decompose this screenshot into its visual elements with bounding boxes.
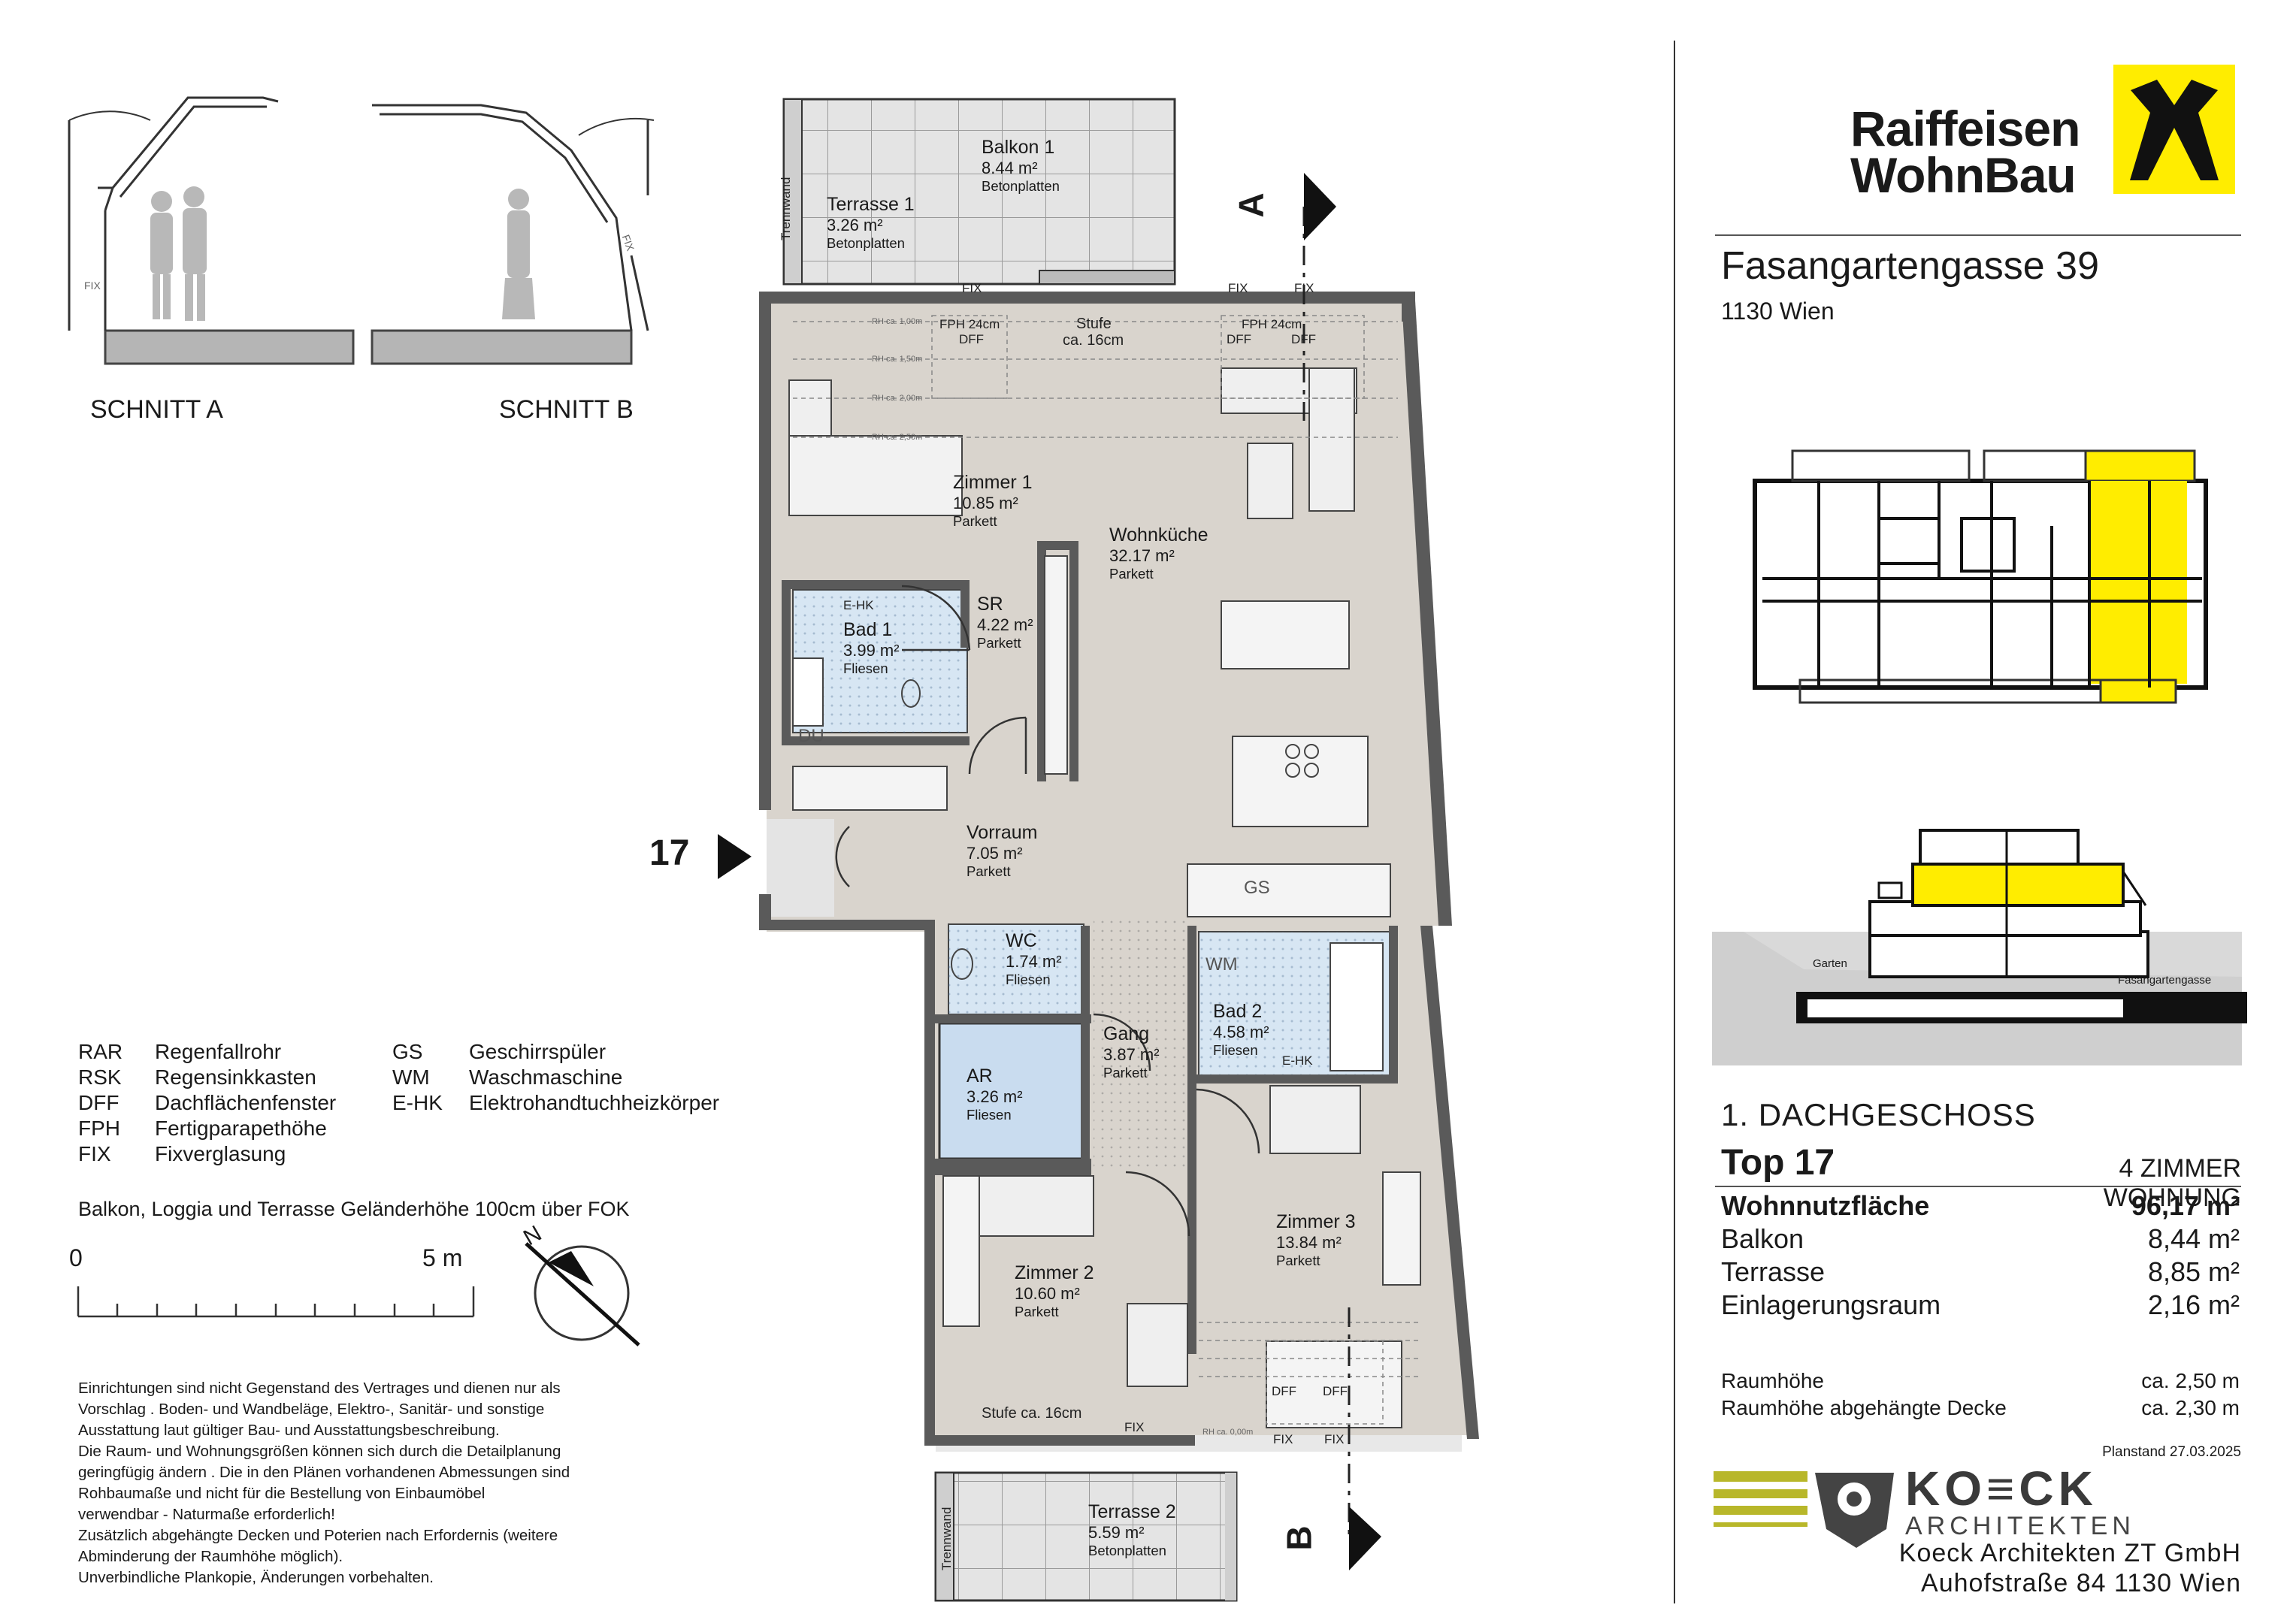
roof-height-label: RH ca. 2,00m: [872, 394, 923, 403]
room-gang: Gang 3.87 m² Parkett: [1103, 1023, 1160, 1080]
building-floorplan-thumbnail: [1753, 449, 2208, 704]
stufe-top-height-label: ca. 16cm: [1063, 332, 1124, 349]
architect-address: Auhofstraße 84 1130 Wien: [1921, 1569, 2241, 1597]
room-bad-1: Bad 1 3.99 m² Fliesen: [843, 619, 900, 676]
roof-height-label: RH ca. 1,50m: [872, 355, 923, 364]
roof-height-label: RH ca. 1,00m: [872, 317, 923, 326]
ehk-label: E-HK: [1282, 1053, 1313, 1068]
room-vorraum: Vorraum 7.05 m² Parkett: [966, 822, 1038, 879]
address-street: Fasangartengasse 39: [1721, 244, 2100, 288]
ehk-label: E-HK: [843, 598, 874, 612]
section-cut-a-marker: [1302, 173, 1336, 421]
fix-label: FIX: [1228, 281, 1248, 295]
section-cut-b-marker: [1348, 1307, 1381, 1570]
door-swings: [835, 585, 1260, 1237]
room-terrasse-2: Terrasse 2 5.59 m² Betonplatten: [1088, 1501, 1176, 1558]
fix-label: FIX: [1294, 281, 1314, 295]
room-wc: WC 1.74 m² Fliesen: [1006, 930, 1062, 987]
fph-left-label: FPH 24cm: [939, 317, 1000, 331]
scale-end-label: 5 m: [422, 1244, 463, 1271]
scale-start-label: 0: [69, 1244, 83, 1271]
stufe-top-label: Stufe: [1076, 316, 1112, 332]
raiffeisen-logo-icon: [2113, 65, 2235, 194]
architect-logo-subtitle: ARCHITEKTEN: [1905, 1512, 2135, 1540]
roof-height-label: RH ca. 2,50m: [872, 433, 923, 442]
room-zimmer-3: Zimmer 3 13.84 m² Parkett: [1276, 1211, 1356, 1268]
person-silhouette-icon: [502, 189, 535, 319]
trennwand-label: Trennwand: [779, 177, 793, 240]
fph-right-label: FPH 24cm: [1242, 317, 1302, 331]
room-balkon-1: Balkon 1 8.44 m² Betonplatten: [982, 137, 1060, 194]
room-terrasse-1: Terrasse 1 3.26 m² Betonplatten: [827, 194, 915, 251]
room-bad-2: Bad 2 4.58 m² Fliesen: [1213, 1001, 1269, 1058]
shower-label: DU: [798, 726, 824, 746]
stufe-bottom-label: Stufe ca. 16cm: [982, 1405, 1082, 1422]
plan-date: Planstand 27.03.2025: [2102, 1444, 2241, 1460]
furniture: [788, 367, 1421, 1428]
trennwand-label: Trennwand: [939, 1507, 954, 1570]
section-a-fix-label: FIX: [84, 280, 101, 292]
section-cut-a-label: A: [1231, 192, 1271, 218]
railing-note: Balkon, Loggia und Terrasse Geländerhöhe…: [78, 1198, 630, 1220]
address-city: 1130 Wien: [1721, 298, 1835, 325]
room-sr: SR 4.22 m² Parkett: [977, 594, 1033, 651]
fix-label: FIX: [962, 281, 982, 295]
divider: [1715, 234, 2241, 236]
disclaimer: Einrichtungen sind nicht Gegenstand des …: [78, 1380, 570, 1586]
balcony-1-area: [782, 98, 1176, 286]
section-a-label: SCHNITT A: [90, 395, 223, 424]
scale-bar: [77, 1286, 475, 1318]
north-arrow-icon: [525, 1242, 640, 1346]
room-ar: AR 3.26 m² Fliesen: [966, 1065, 1023, 1123]
koeck-logo-icon: [1714, 1471, 1894, 1548]
floor-title: 1. DACHGESCHOSS: [1721, 1097, 2036, 1132]
section-b-label: SCHNITT B: [499, 395, 634, 424]
roof-height-label: RH ca. 0,00m: [1202, 1428, 1254, 1437]
dishwasher-label: GS: [1244, 878, 1270, 898]
brand-name: Raiffeisen WohnBau: [1850, 101, 2080, 203]
unit-title: Top 17: [1721, 1143, 1835, 1183]
architect-logo-text: KO≡CK: [1905, 1461, 2098, 1516]
dff-label: DFF: [1272, 1384, 1297, 1398]
unit-type: 4 ZIMMER WOHNUNG: [2103, 1154, 2241, 1212]
fix-label: FIX: [1324, 1432, 1345, 1446]
dff-label: DFF: [1227, 332, 1252, 346]
fix-label: FIX: [1273, 1432, 1293, 1446]
unit-number-label: 17: [649, 833, 690, 873]
dff-label: DFF: [1323, 1384, 1348, 1398]
section-a-drawing: [68, 96, 355, 365]
room-zimmer-1: Zimmer 1 10.85 m² Parkett: [953, 472, 1033, 529]
dff-label: DFF: [1291, 332, 1317, 346]
elevation-garden-label: Garten: [1813, 957, 1847, 970]
section-b-drawing: [371, 104, 655, 365]
room-wohnkueche: Wohnküche 32.17 m² Parkett: [1109, 524, 1209, 582]
architect-name: Koeck Architekten ZT GmbH: [1898, 1539, 2241, 1567]
fix-label: FIX: [1124, 1420, 1145, 1434]
divider: [1715, 1186, 2241, 1187]
roof-height-lines: [793, 315, 1420, 1425]
building-elevation-thumbnail: [1712, 829, 2247, 1065]
room-zimmer-2: Zimmer 2 10.60 m² Parkett: [1015, 1262, 1094, 1319]
walls: [759, 292, 1479, 1446]
section-cut-b-label: B: [1279, 1525, 1319, 1551]
people-silhouette-icon: [150, 186, 207, 321]
entry-arrow-icon: [718, 834, 752, 879]
elevation-street-label: Fasangartengasse: [2118, 974, 2212, 987]
panel-divider: [1674, 41, 1675, 1603]
washing-machine-label: WM: [1205, 954, 1238, 975]
dff-label: DFF: [959, 332, 985, 346]
